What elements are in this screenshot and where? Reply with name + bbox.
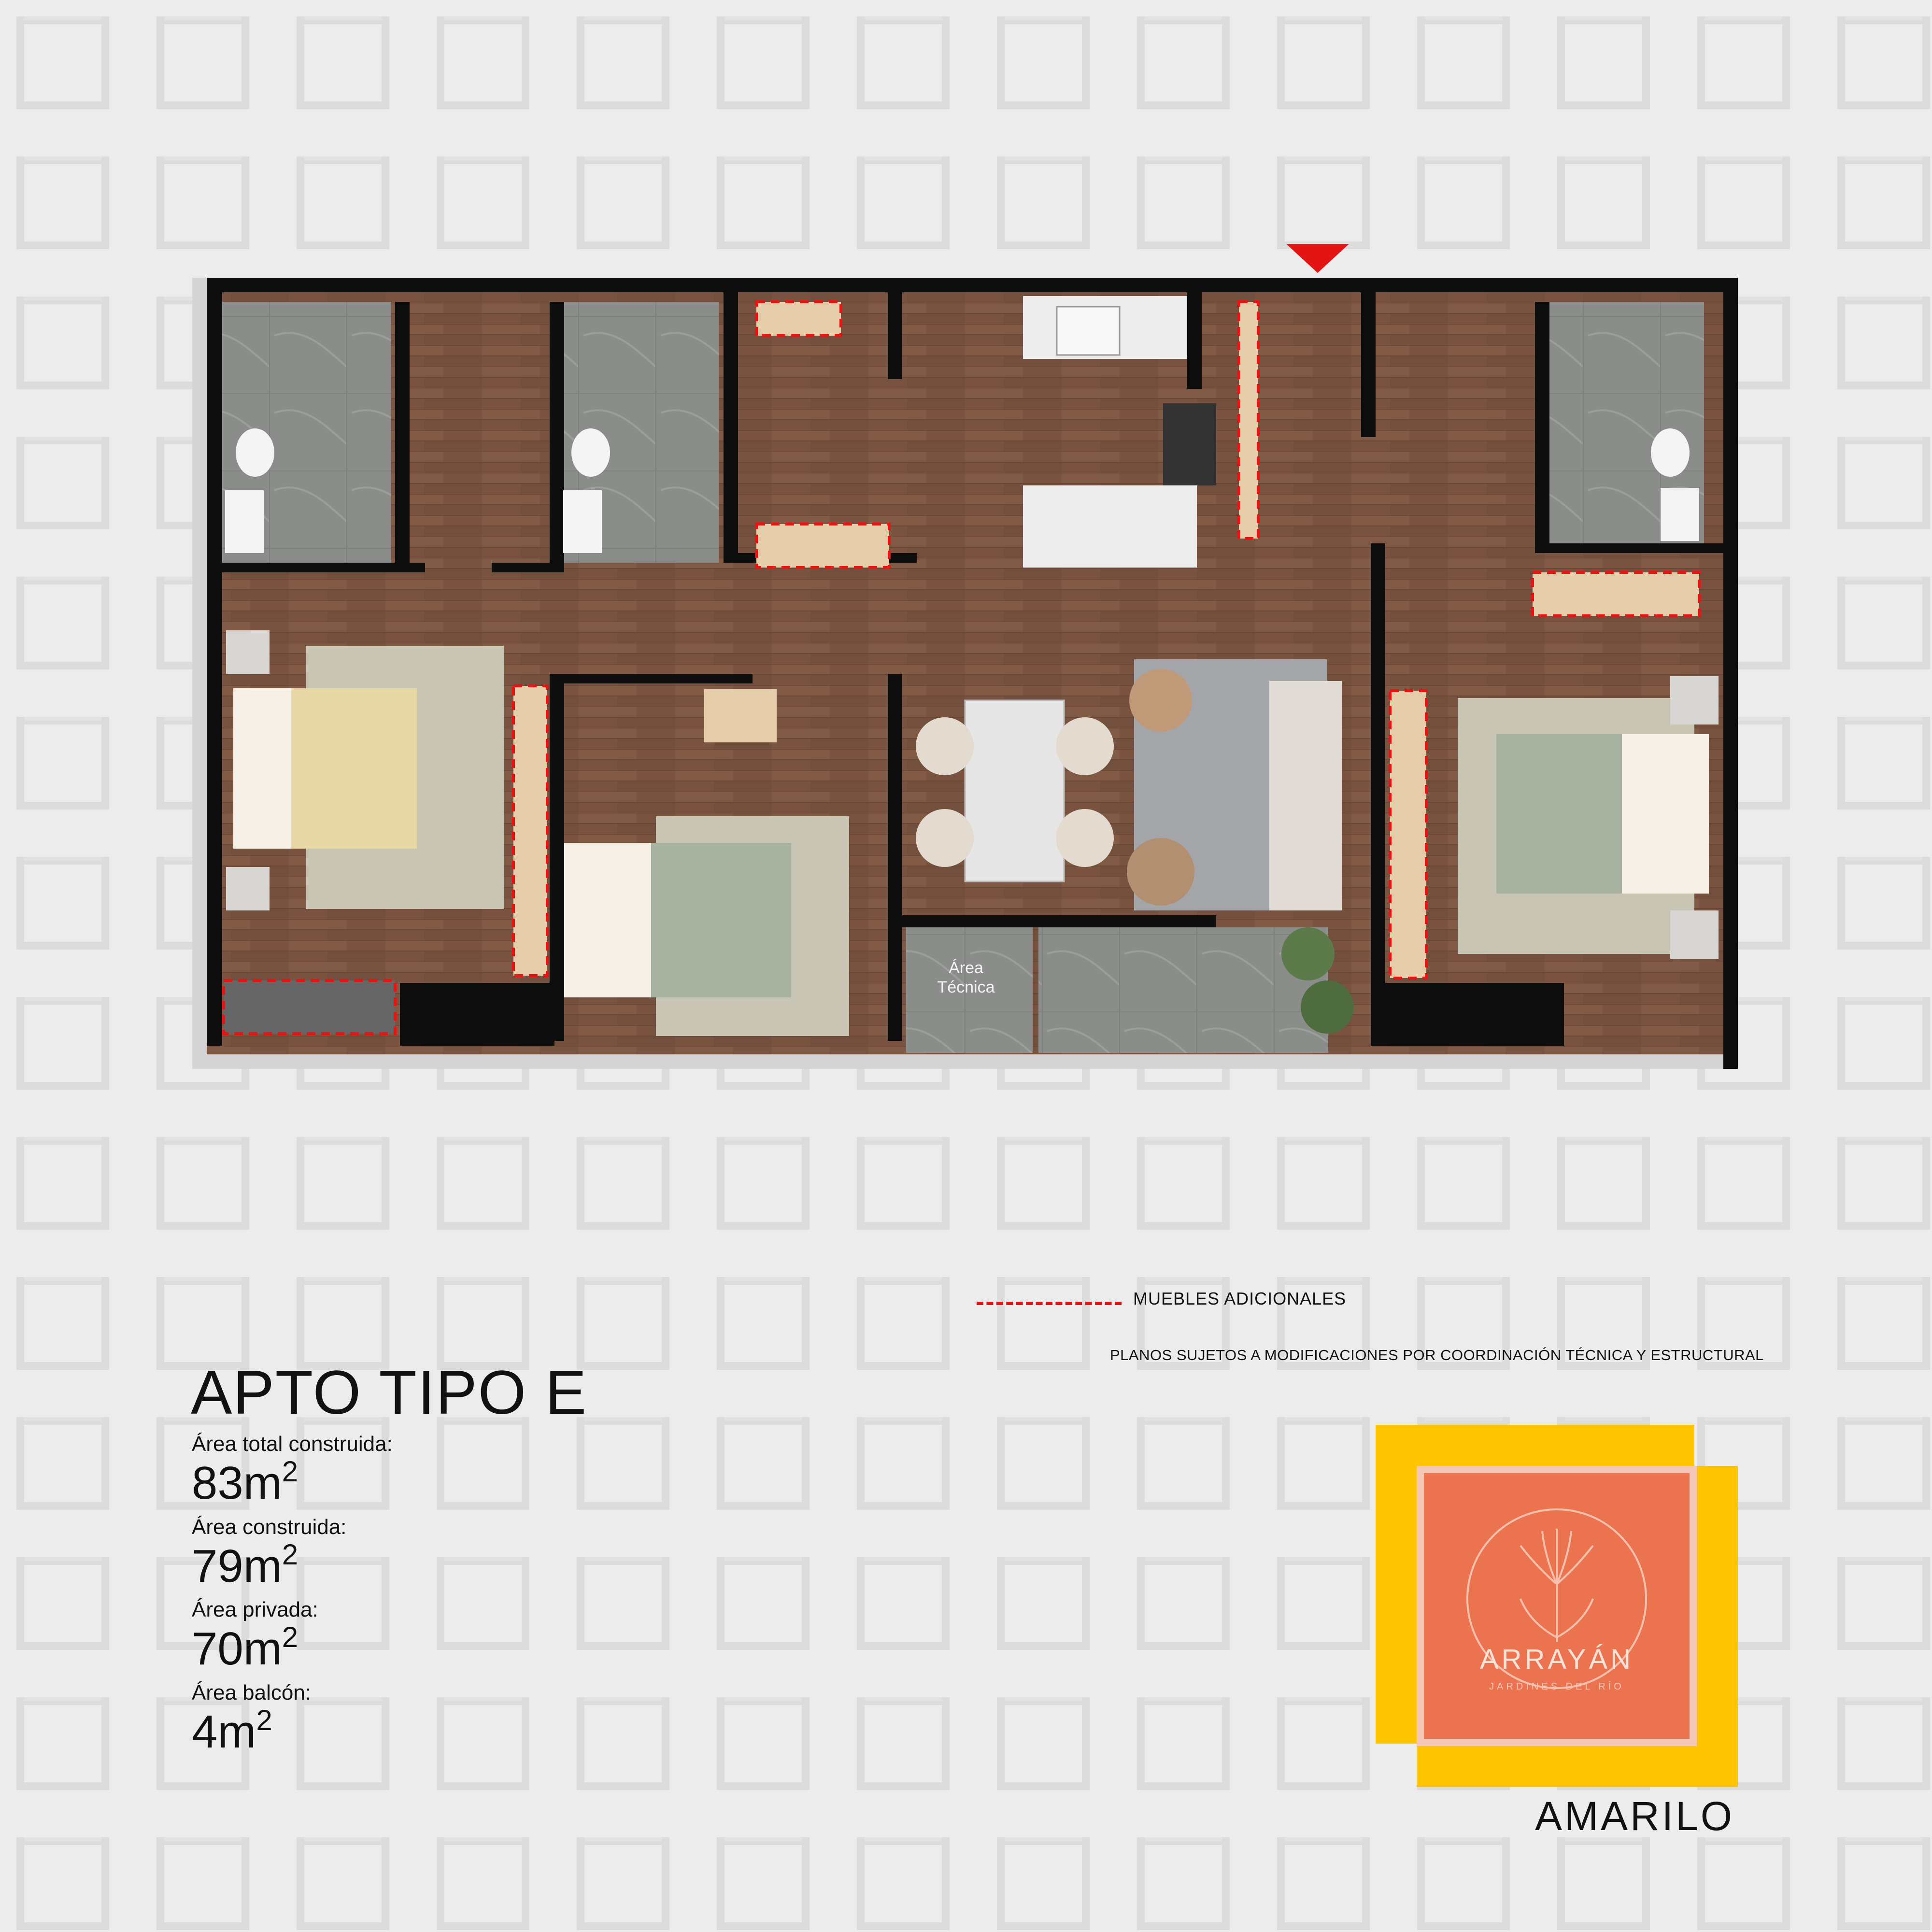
brand-name: AMARILO [1535,1793,1735,1839]
nightstand-4 [1670,910,1719,959]
dining-chair [916,717,974,775]
closet-bedroom-2 [704,689,777,742]
additional-furniture [512,300,1701,980]
nightstand-1 [226,630,270,674]
nightstand-2 [226,867,270,910]
plant-balcony [1281,927,1335,980]
ottoman [1127,838,1194,906]
dining-chair [916,809,974,867]
floor-plan: Área Técnica [192,244,1738,1069]
dining-chair [1056,809,1114,867]
area-label: Área total construida: [192,1432,393,1456]
area-label: Área privada: [192,1598,318,1621]
arrayan-logo: ARRAYÁN JARDINES DEL RÍO [1376,1425,1738,1787]
dining-chair [1056,717,1114,775]
entrance-arrow [1286,244,1349,273]
area-value: 4m2 [192,1704,272,1758]
technical-area-floor [906,927,1033,1053]
washbasin-2 [563,490,602,553]
dining-table [964,699,1065,882]
sofa [1269,681,1342,910]
kitchen-island [1023,485,1197,568]
washbasin-1 [225,490,264,553]
area-label: Área balcón: [192,1681,312,1705]
bench [222,979,397,1035]
apartment-title: APTO TIPO E [191,1358,588,1427]
area-value: 70m2 [192,1621,298,1675]
technical-area-label: Área [949,959,983,977]
stove [1163,403,1216,485]
side-table [1129,669,1192,732]
area-value: 79m2 [192,1538,298,1592]
svg-text:Técnica: Técnica [937,978,994,996]
toilet-1 [236,428,274,477]
legend-label: MUEBLES ADICIONALES [1133,1289,1347,1308]
nightstand-3 [1670,676,1719,724]
legend-dashed-line [977,1302,1122,1305]
plant-balcony [1301,980,1354,1034]
washbasin-3 [1661,488,1699,541]
flower-emblem-icon [1466,1508,1647,1689]
toilet-3 [1651,428,1690,477]
balcony-floor [1038,927,1328,1053]
area-value: 83m2 [192,1455,298,1509]
area-label: Área construida: [192,1515,347,1539]
sink [1056,306,1121,356]
walls [207,278,1738,1069]
logo-subtitle: JARDINES DEL RÍO [1489,1681,1624,1692]
logo-name: ARRAYÁN [1480,1644,1634,1675]
disclaimer: PLANOS SUJETOS A MODIFICACIONES POR COOR… [1110,1347,1764,1364]
toilet-2 [571,428,610,477]
